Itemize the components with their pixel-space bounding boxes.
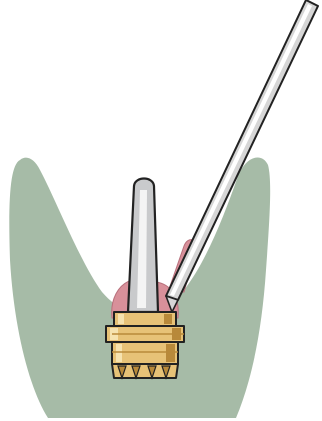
implant-illustration <box>0 0 322 421</box>
